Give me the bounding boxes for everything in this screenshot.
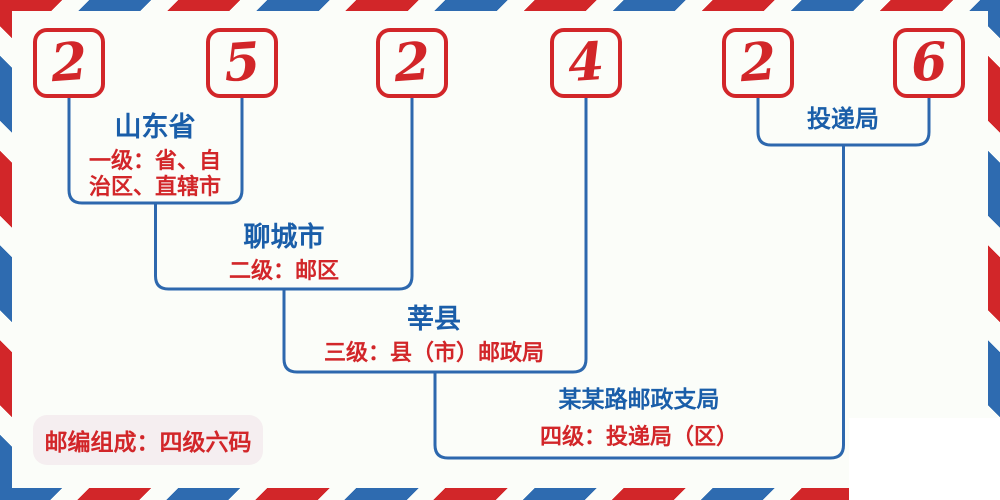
digit-1: 2: [48, 30, 90, 95]
branch-desc: 四级：投递局（区）: [539, 424, 738, 450]
label-branch: 某某路邮政支局 四级：投递局（区）: [469, 386, 809, 450]
airmail-stripe-right: [988, 0, 1000, 500]
delivery-office-name: 投递局: [807, 106, 879, 133]
label-province: 山东省 一级：省、自治区、直辖市: [80, 112, 230, 200]
bracket-branch: [433, 145, 845, 460]
digit-box-3: 2: [376, 28, 448, 98]
airmail-stripe-bottom: [0, 488, 1000, 500]
city-desc: 二级：邮区: [228, 258, 339, 284]
digit-5: 2: [737, 30, 779, 95]
label-delivery-office: 投递局: [743, 106, 943, 134]
city-name: 聊城市: [243, 222, 325, 252]
county-name: 莘县: [407, 304, 461, 334]
footer-note-text: 邮编组成：四级六码: [44, 429, 252, 455]
digit-box-1: 2: [33, 28, 105, 98]
digit-box-4: 4: [550, 28, 622, 98]
digit-6: 6: [908, 30, 950, 95]
province-desc: 一级：省、自治区、直辖市: [88, 148, 221, 199]
county-desc: 三级：县（市）邮政局: [323, 340, 544, 366]
label-city: 聊城市 二级：邮区: [154, 222, 414, 284]
digit-box-5: 2: [722, 28, 794, 98]
digit-2: 5: [221, 30, 263, 95]
corner-white-patch: [849, 418, 1000, 500]
airmail-stripe-top: [0, 0, 1000, 11]
digit-box-2: 5: [206, 28, 278, 98]
province-name: 山东省: [114, 112, 196, 142]
digit-4: 4: [565, 30, 607, 95]
label-county: 莘县 三级：县（市）邮政局: [274, 304, 594, 366]
footer-note-pill: 邮编组成：四级六码: [33, 415, 263, 465]
digit-box-6: 6: [893, 28, 965, 98]
branch-name: 某某路邮政支局: [558, 386, 720, 412]
airmail-stripe-left: [0, 0, 12, 500]
digit-3: 2: [391, 30, 433, 95]
